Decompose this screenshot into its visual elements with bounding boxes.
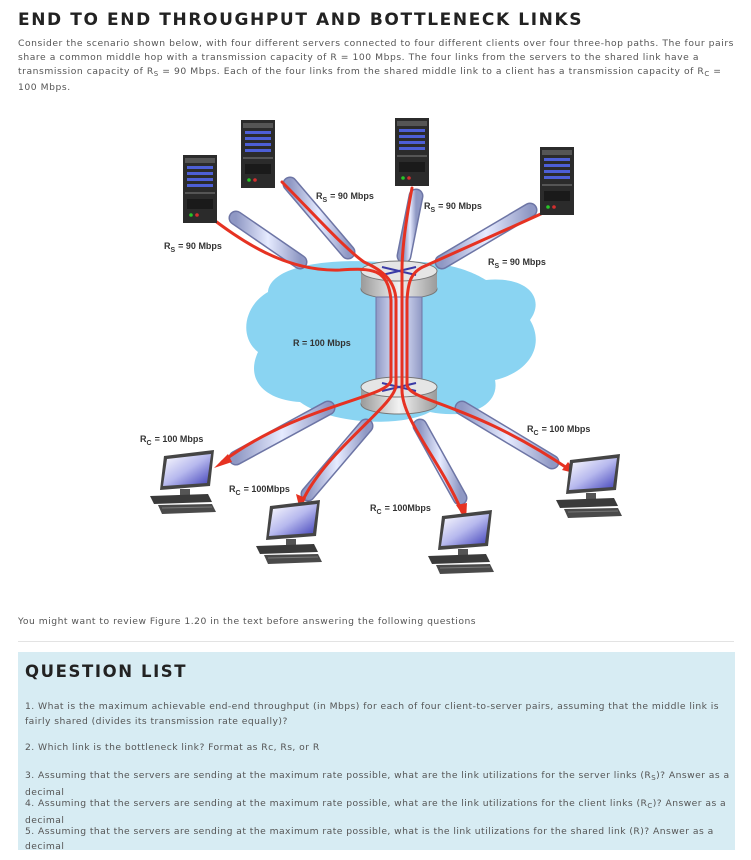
server-4 <box>540 147 574 215</box>
client-link-3 <box>412 418 468 506</box>
network-diagram: RS= 90 Mbps RS= 90 Mbps RS= 90 Mbps RS= … <box>140 118 623 575</box>
question-text: What is the maximum achievable end-end t… <box>25 701 719 727</box>
intro-text-2: = 90 Mbps. Each of the four links from t… <box>158 66 705 77</box>
server-2 <box>241 120 275 188</box>
server-link-3 <box>396 188 424 264</box>
server-3 <box>395 118 429 186</box>
client-link-label-1: RC= 100 Mbps <box>140 434 203 447</box>
question-number: 1. <box>25 701 35 712</box>
question-5: 5. Assuming that the servers are sending… <box>25 825 731 854</box>
question-1: 1. What is the maximum achievable end-en… <box>25 700 731 729</box>
server-1 <box>183 155 217 223</box>
server-link-1 <box>228 210 308 270</box>
client-1 <box>149 449 217 515</box>
intro-text-1: Consider the scenario shown below, with … <box>18 38 734 77</box>
client-link-label-4: RC= 100 Mbps <box>527 424 590 437</box>
intro-paragraph: Consider the scenario shown below, with … <box>18 37 734 95</box>
question-list-title: QUESTION LIST <box>25 662 188 681</box>
review-note: You might want to review Figure 1.20 in … <box>18 616 477 627</box>
question-number: 5. <box>25 826 35 837</box>
intro-text-3: = 100 Mbps. <box>18 66 722 93</box>
server-link-4 <box>434 202 538 270</box>
question-text: Assuming that the servers are sending at… <box>38 770 652 781</box>
question-tail: )? Answer as a decimal <box>25 770 730 798</box>
question-text: Which link is the bottleneck link? Forma… <box>38 742 320 753</box>
question-sub: S <box>651 774 657 782</box>
question-text: Assuming that the servers are sending at… <box>25 826 714 852</box>
client-link-2 <box>300 418 374 502</box>
question-number: 3. <box>25 770 35 781</box>
client-4 <box>555 453 623 519</box>
client-link-label-3: RC= 100Mbps <box>370 503 431 516</box>
server-link-label-1: RS= 90 Mbps <box>164 241 222 254</box>
section-divider <box>18 641 734 642</box>
question-tail: )? Answer as a decimal <box>25 798 727 826</box>
question-3: 3. Assuming that the servers are sending… <box>25 769 731 800</box>
page-title: END TO END THROUGHPUT AND BOTTLENECK LIN… <box>18 10 584 30</box>
question-4: 4. Assuming that the servers are sending… <box>25 797 731 828</box>
question-number: 4. <box>25 798 35 809</box>
question-sub: C <box>647 802 653 810</box>
server-link-label-2: RS= 90 Mbps <box>316 191 374 204</box>
client-link-1 <box>228 400 336 466</box>
intro-sub-c: C <box>704 70 710 78</box>
question-2: 2. Which link is the bottleneck link? Fo… <box>25 741 731 756</box>
client-3 <box>427 509 495 575</box>
intro-sub-s: S <box>153 70 159 78</box>
question-list-panel: QUESTION LIST 1. What is the maximum ach… <box>18 652 735 852</box>
network-figure: RS= 90 Mbps RS= 90 Mbps RS= 90 Mbps RS= … <box>0 95 751 600</box>
traffic-flows <box>204 180 572 514</box>
question-number: 2. <box>25 742 35 753</box>
client-link-label-2: RC= 100Mbps <box>229 484 290 497</box>
server-link-label-4: RS= 90 Mbps <box>488 257 546 270</box>
middle-link-label: R = 100 Mbps <box>293 338 351 348</box>
question-text: Assuming that the servers are sending at… <box>38 798 648 809</box>
client-2 <box>255 499 323 565</box>
server-link-label-3: RS= 90 Mbps <box>424 201 482 214</box>
